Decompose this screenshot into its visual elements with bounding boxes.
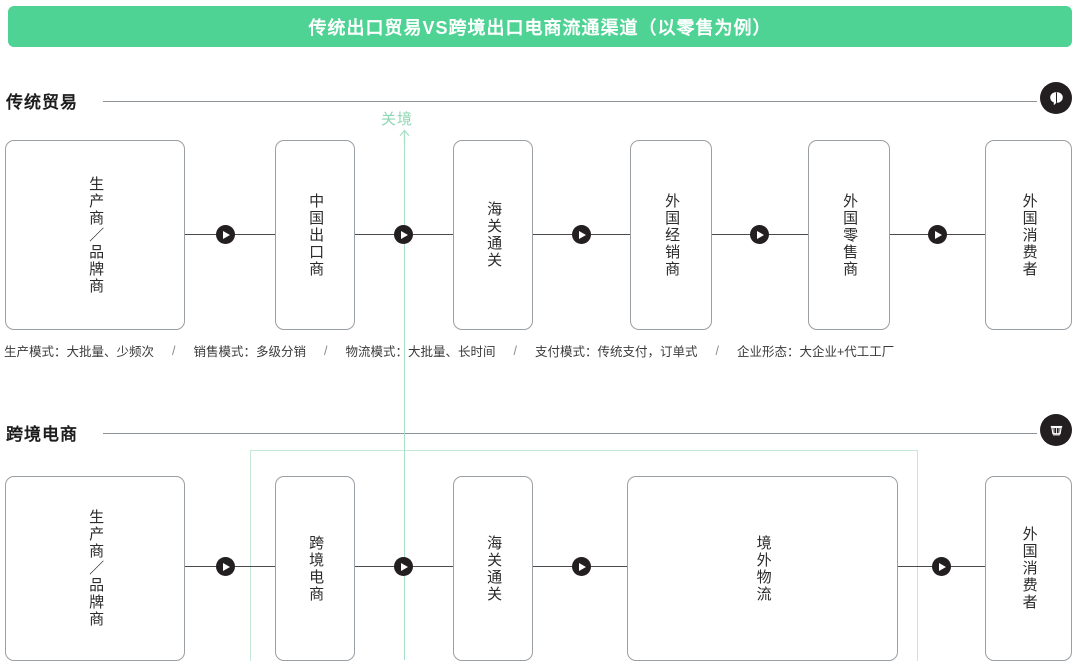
page-title-bar: 传统出口贸易VS跨境出口电商流通渠道（以零售为例）: [8, 6, 1072, 47]
play-arrow-icon: [928, 225, 947, 244]
node-producer-brand[interactable]: 生产商／品牌商: [5, 140, 185, 330]
annotation-strip: 生产模式：大批量、少频次 / 销售模式：多级分销 / 物流模式：大批量、长时间 …: [0, 341, 1080, 360]
customs-border-label: 关境: [381, 111, 414, 128]
section-rule: [103, 101, 1037, 102]
annotation-payment-mode: 支付模式：传统支付，订单式: [535, 345, 698, 359]
up-arrow-icon: [398, 129, 411, 150]
annotation-production-mode: 生产模式：大批量、少频次: [4, 345, 155, 359]
section-header-cross-border-ecommerce: 跨境电商: [0, 414, 1080, 450]
annotation-enterprise-form: 企业形态：大企业+代工工厂: [737, 345, 895, 359]
node-producer-brand[interactable]: 生产商／品牌商: [5, 476, 185, 661]
node-foreign-distributor[interactable]: 外国经销商: [630, 140, 712, 330]
annotation-separator: /: [715, 343, 719, 358]
speech-bubble-tag-icon: [1040, 82, 1072, 114]
play-arrow-icon: [572, 557, 591, 576]
cross-border-group-highlight: [250, 450, 918, 661]
node-china-exporter[interactable]: 中国出口商: [275, 140, 355, 330]
play-arrow-icon: [216, 557, 235, 576]
play-arrow-icon: [216, 225, 235, 244]
section-label-cross-border-ecommerce: 跨境电商: [6, 425, 78, 444]
section-rule: [103, 433, 1037, 434]
section-header-traditional-trade: 传统贸易: [0, 82, 1080, 118]
annotation-sales-mode: 销售模式：多级分销: [193, 345, 307, 359]
play-arrow-icon: [394, 225, 413, 244]
page-title: 传统出口贸易VS跨境出口电商流通渠道（以零售为例）: [308, 17, 772, 38]
customs-border-line: [404, 132, 405, 660]
shopping-cart-icon: [1040, 414, 1072, 446]
play-arrow-icon: [394, 557, 413, 576]
annotation-logistics-mode: 物流模式：大批量、长时间: [345, 345, 496, 359]
node-foreign-consumer[interactable]: 外国消费者: [985, 476, 1072, 661]
flow-row-traditional-trade: 生产商／品牌商 中国出口商 海关通关 外国经销商 外国零售商 外国消费者: [0, 140, 1080, 335]
play-arrow-icon: [932, 557, 951, 576]
annotation-separator: /: [324, 343, 328, 358]
flow-row-cross-border-ecommerce: 生产商／品牌商 跨境电商 海关通关 境外物流 外国消费者: [0, 476, 1080, 661]
node-foreign-retailer[interactable]: 外国零售商: [808, 140, 890, 330]
node-customs-clearance[interactable]: 海关通关: [453, 140, 533, 330]
node-cross-border-ecommerce[interactable]: 跨境电商: [275, 476, 355, 661]
play-arrow-icon: [572, 225, 591, 244]
node-customs-clearance[interactable]: 海关通关: [453, 476, 533, 661]
annotation-separator: /: [172, 343, 176, 358]
node-foreign-consumer[interactable]: 外国消费者: [985, 140, 1072, 330]
annotation-separator: /: [513, 343, 517, 358]
section-label-traditional-trade: 传统贸易: [6, 93, 78, 112]
play-arrow-icon: [750, 225, 769, 244]
node-overseas-logistics[interactable]: 境外物流: [627, 476, 898, 661]
